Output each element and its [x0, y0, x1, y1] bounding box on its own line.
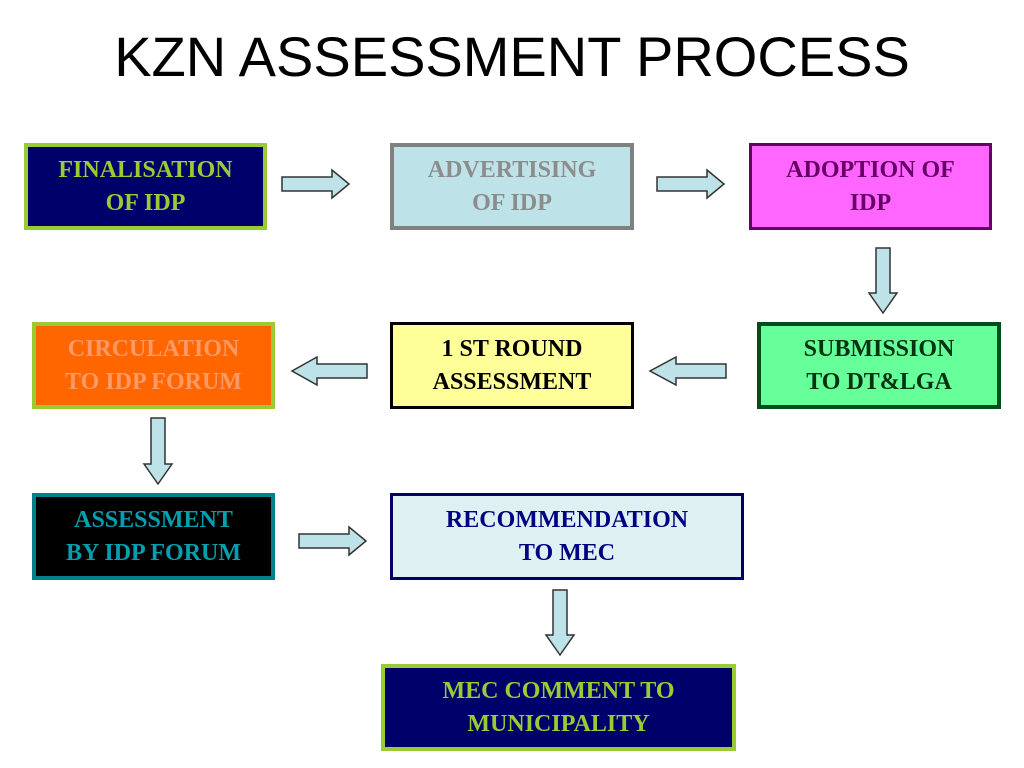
right-arrow-icon — [298, 525, 368, 557]
first-round-assessment-box: 1 ST ROUND ASSESSMENT — [390, 322, 634, 409]
right-arrow-icon — [656, 168, 726, 200]
down-arrow-icon — [142, 417, 174, 486]
left-arrow-icon — [290, 355, 368, 387]
recommendation-to-mec-box: RECOMMENDATION TO MEC — [390, 493, 744, 580]
adoption-of-idp-box: ADOPTION OF IDP — [749, 143, 992, 230]
box-label-line: CIRCULATION — [67, 335, 240, 362]
box-label-line: ASSESSMENT — [74, 506, 233, 533]
finalisation-of-idp-box: FINALISATION OF IDP — [24, 143, 267, 230]
box-label-line: TO MEC — [518, 539, 616, 566]
box-label-line: FINALISATION — [58, 156, 233, 183]
box-label-line: ADVERTISING — [427, 156, 597, 183]
box-label-line: IDP — [849, 189, 892, 216]
down-arrow-icon — [867, 247, 899, 315]
box-label-line: TO IDP FORUM — [65, 368, 242, 395]
advertising-of-idp-box: ADVERTISING OF IDP — [390, 143, 634, 230]
box-label-line: OF IDP — [105, 189, 186, 216]
down-arrow-icon — [544, 589, 576, 657]
box-label-line: RECOMMENDATION — [445, 506, 689, 533]
left-arrow-icon — [648, 355, 727, 387]
box-label-line: 1 ST ROUND — [441, 335, 583, 362]
box-label-line: MUNICIPALITY — [467, 710, 650, 737]
circulation-to-idp-forum-box: CIRCULATION TO IDP FORUM — [32, 322, 275, 409]
mec-comment-to-municipality-box: MEC COMMENT TO MUNICIPALITY — [381, 664, 736, 751]
box-label-line: BY IDP FORUM — [65, 539, 242, 566]
box-label-line: ASSESSMENT — [432, 368, 592, 395]
right-arrow-icon — [281, 168, 351, 200]
submission-to-dtlga-box: SUBMISSION TO DT&LGA — [757, 322, 1001, 409]
box-label-line: ADOPTION OF — [786, 156, 955, 183]
box-label-line: OF IDP — [472, 189, 552, 216]
assessment-by-idp-forum-box: ASSESSMENT BY IDP FORUM — [32, 493, 275, 580]
box-label-line: SUBMISSION — [803, 335, 955, 362]
page-title: KZN ASSESSMENT PROCESS — [114, 25, 910, 88]
box-label-line: MEC COMMENT TO — [442, 677, 675, 704]
box-label-line: TO DT&LGA — [806, 368, 952, 395]
